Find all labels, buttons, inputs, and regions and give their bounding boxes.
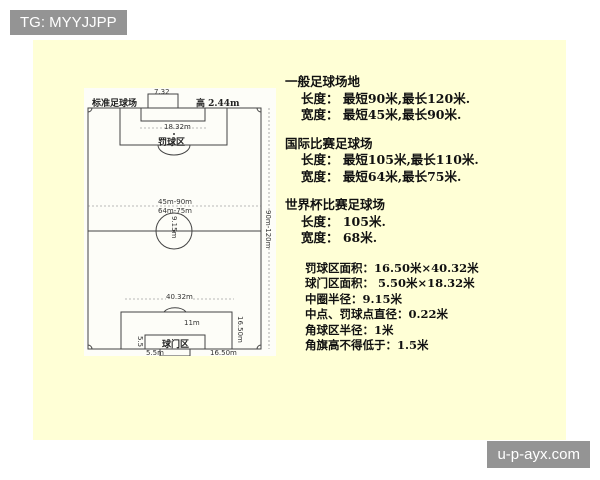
section-title: 一般足球场地 xyxy=(285,74,361,89)
section-line: 长度： 最短105米,最长110米. xyxy=(301,152,479,167)
goal-width-label: 7.32 xyxy=(154,88,170,96)
section-line: 宽度： 68米. xyxy=(301,230,378,245)
watermark-tag: TG: MYYJJPP xyxy=(10,10,127,35)
width-label-2: 64m-75m xyxy=(158,207,192,215)
top-penalty-arc xyxy=(157,144,191,156)
spec-line: 角旗高不得低于：1.5米 xyxy=(305,338,429,352)
corner-arcs xyxy=(87,107,262,350)
football-field-diagram: 标准足球场 高 2.44m 7.32 18.32m 罚球区 45m-90m 64… xyxy=(84,88,276,357)
goal-height-label: 高 2.44m xyxy=(196,99,240,109)
length-label: 90m-120m xyxy=(264,210,272,249)
penalty-area-label: 罚球区 xyxy=(158,138,186,148)
spec-line: 角球区半径：1米 xyxy=(305,322,394,337)
top-goal-area xyxy=(140,107,206,122)
section-line: 宽度： 最短45米,最长90米. xyxy=(301,107,462,122)
field-lines xyxy=(87,93,270,356)
center-circle xyxy=(155,212,193,250)
bottom-left-label: 5.5m xyxy=(146,349,164,357)
bottom-goal xyxy=(159,348,191,356)
section-title: 国际比赛足球场 xyxy=(285,135,373,151)
section-line: 长度： 最短90米,最长120米. xyxy=(301,90,471,106)
diagram-title: 标准足球场 xyxy=(92,99,138,109)
bottom-right-label: 16.50m xyxy=(210,349,237,357)
site-watermark: u-p-ayx.com xyxy=(487,441,590,468)
section-line: 宽度： 最短64米,最长75米. xyxy=(301,168,462,184)
section-line: 长度： 105米. xyxy=(301,213,386,229)
penalty-spot-label: 11m xyxy=(184,319,200,327)
penalty-depth-label: 16.50m xyxy=(236,316,244,343)
spec-line: 罚球区面积：16.50米×40.32米 xyxy=(305,260,479,275)
bottom-penalty-arc xyxy=(163,307,187,313)
field-specs-text: 一般足球场地 长度： 最短90米,最长120米. 宽度： 最短45米,最长90米… xyxy=(285,74,479,354)
goal-area-depth-label: 5.5 xyxy=(136,336,144,348)
top-goal xyxy=(147,93,179,109)
penalty-width-label: 40.32m xyxy=(166,293,193,301)
center-radius-label: 9.15m xyxy=(170,216,178,239)
width-label: 45m-90m xyxy=(158,198,192,206)
spec-line: 中点、罚球点直径：0.22米 xyxy=(305,307,449,321)
spec-line: 球门区面积： 5.50米×18.32米 xyxy=(305,276,475,290)
section-title: 世界杯比赛足球场 xyxy=(285,197,386,212)
goal-area-label: 球门区 xyxy=(162,340,190,350)
spec-line: 中圈半径：9.15米 xyxy=(305,291,403,306)
goal-area-width-label: 18.32m xyxy=(164,123,191,131)
